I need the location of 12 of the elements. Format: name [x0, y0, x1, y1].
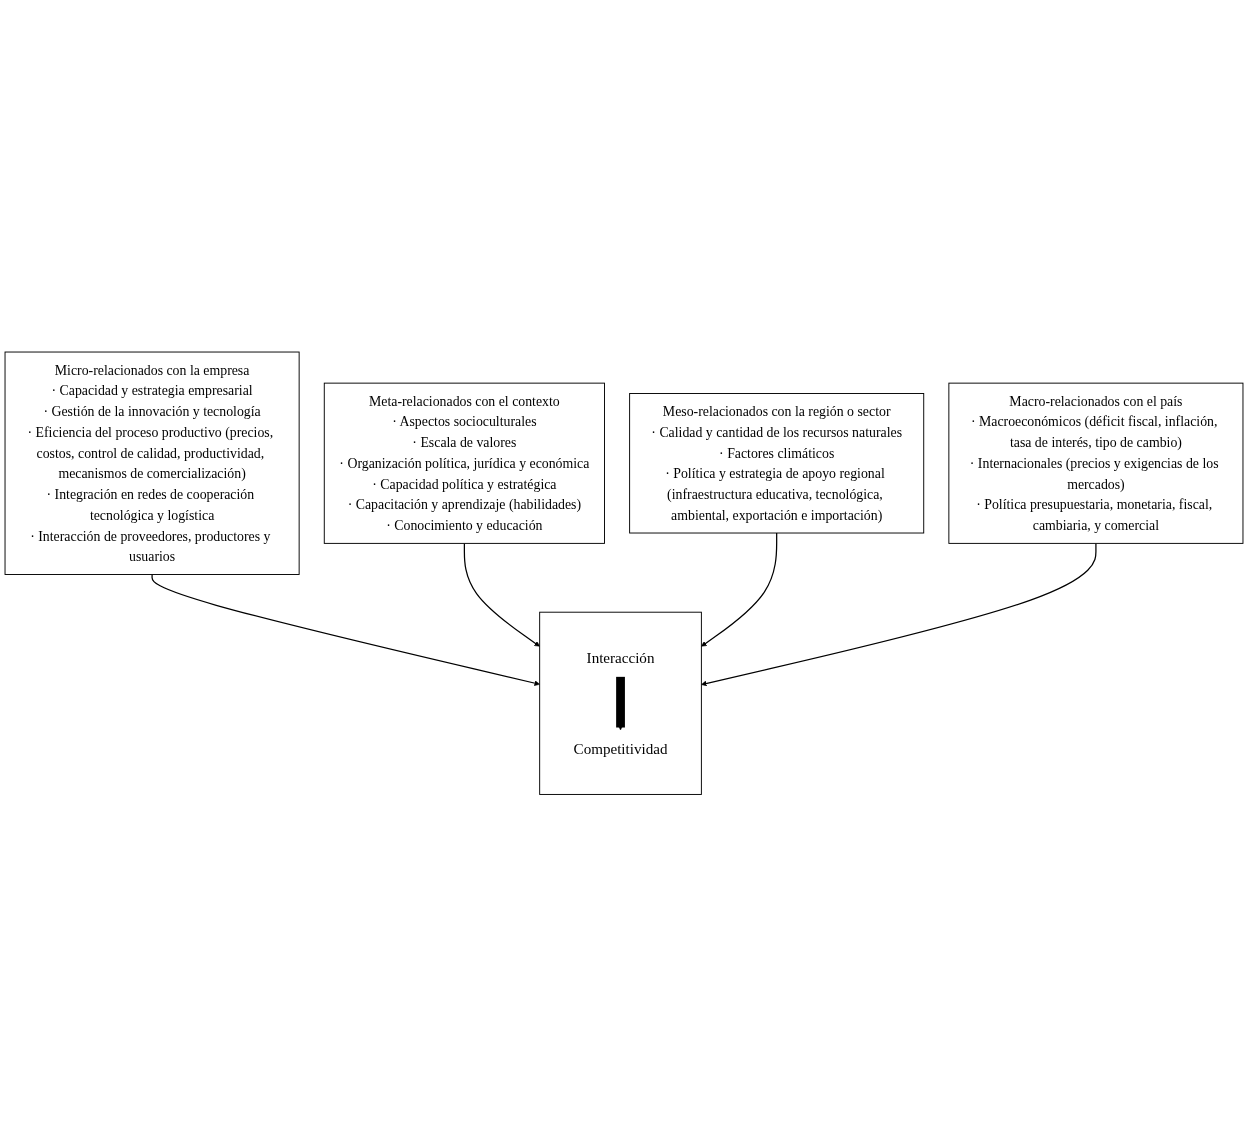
arrow: [701, 543, 1097, 687]
cluster: [539, 612, 702, 796]
node-box: Meso-relacionados con la región o sector · Calidad y cantidad de los recursos naturales · Factores climáticos · Política y estrategia de apoyo regional (infraestructura educativa, tecnológica, ambiental, exportación e importación): [629, 393, 925, 534]
arrow: [701, 532, 778, 647]
arrow: [616, 676, 625, 731]
node-text: Competitividad: [573, 740, 668, 758]
node-box: Meta-relacionados con el contexto · Aspectos socioculturales · Escala de valores · Organización política, jurídica y económica · Capacidad política y estratégica · Capacitación y aprendizaje (habilidades) · Conocimiento y educación: [323, 382, 605, 545]
node-text: Interacción: [586, 649, 655, 667]
node-box: Macro-relacionados con el país · Macroeconómicos (déficit fiscal, inflación, tasa de interés, tipo de cambio) · Internacionales (precios y exigencias de los mercados) · Política presupuestaria, monetaria, fiscal, cambiaria, y comercial: [948, 382, 1244, 545]
node-box: Micro-relacionados con la empresa · Capacidad y estrategia empresarial · Gestión de la innovación y tecnología · Eficiencia del proceso productivo (precios, costos, control de calidad, productividad, mecanismos de comercialización) · Integración en redes de cooperación tecnológica y logística · Interacción de proveedores, productores y usuarios: [4, 351, 300, 576]
arrow: [151, 574, 540, 687]
arrow: [463, 543, 540, 647]
